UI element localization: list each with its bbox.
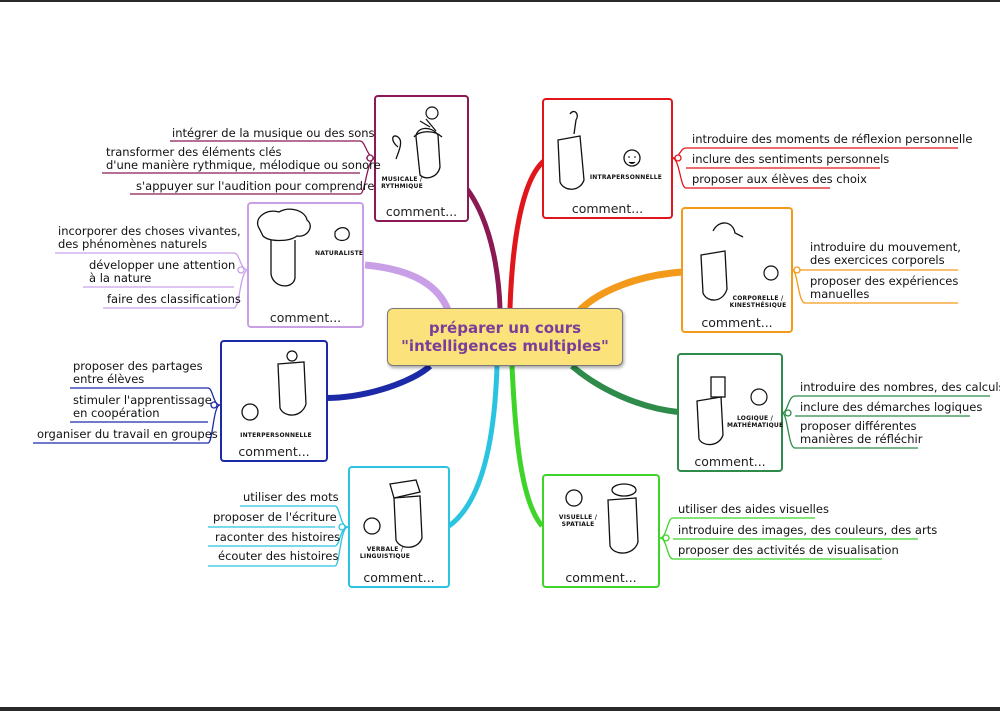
- branch-interpersonnelle: [324, 363, 433, 401]
- treble-clef-icon: [392, 135, 402, 160]
- node-corporelle[interactable]: CORPORELLE / KINESTHÉSIQUE comment...: [681, 207, 793, 333]
- branch-verbale: [447, 365, 500, 529]
- type-label-verbale-1: VERBALE /: [366, 546, 404, 553]
- leaf-intrapersonnelle-2[interactable]: inclure des sentiments personnels: [692, 152, 890, 166]
- node-caption-visuelle: comment...: [565, 570, 637, 585]
- node-musicale[interactable]: MUSICALE / RYTHMIQUE comment...: [374, 95, 469, 222]
- node-naturaliste[interactable]: NATURALISTE comment...: [247, 202, 364, 328]
- type-label-interpersonnelle: INTERPERSONNELLE: [240, 432, 312, 439]
- type-label-corporelle-1: CORPORELLE /: [732, 295, 784, 302]
- node-caption-interpersonnelle: comment...: [238, 444, 310, 459]
- branch-intrapersonnelle: [507, 158, 547, 309]
- leaf-visuelle-2[interactable]: introduire des images, des couleurs, des…: [678, 523, 938, 537]
- central-topic-line2: "intelligences multiples": [401, 337, 609, 355]
- node-caption-logique: comment...: [694, 454, 766, 469]
- node-verbale[interactable]: VERBALE / LINGUISTIQUE comment...: [348, 466, 450, 588]
- branch-logique: [570, 363, 679, 415]
- intrapersonnelle-illustration: [557, 110, 641, 190]
- type-label-visuelle-2: SPATIALE: [561, 521, 595, 528]
- branch-corporelle: [577, 268, 683, 313]
- type-label-musicale-2: RYTHMIQUE: [381, 183, 423, 190]
- bug-icon: [334, 227, 350, 242]
- bottom-border: [0, 707, 1000, 711]
- type-label-corporelle-2: KINESTHÉSIQUE: [729, 302, 787, 309]
- leaf-lines-intrapersonnelle: [671, 147, 958, 189]
- node-visuelle[interactable]: VISUELLE / SPATIALE comment...: [542, 474, 660, 588]
- central-topic-line1: préparer un cours: [428, 319, 582, 337]
- leaf-logique-3b[interactable]: manières de réfléchir: [800, 432, 923, 446]
- leaf-verbale-4[interactable]: écouter des histoires: [218, 549, 339, 563]
- leaf-naturaliste-2a[interactable]: développer une attention: [89, 258, 236, 272]
- leaf-logique-1[interactable]: introduire des nombres, des calculs: [800, 380, 1000, 394]
- leaf-musicale-3[interactable]: s'appuyer sur l'audition pour comprendre: [136, 179, 375, 193]
- node-caption-verbale: comment...: [363, 570, 435, 585]
- verbale-illustration: [363, 479, 423, 548]
- leaf-naturaliste-1a[interactable]: incorporer des choses vivantes,: [58, 224, 241, 238]
- corporelle-illustration: [700, 222, 779, 301]
- node-caption-corporelle: comment...: [701, 315, 773, 330]
- leaf-lines-interpersonnelle: [33, 387, 221, 444]
- leaf-naturaliste-1b[interactable]: des phénomènes naturels: [58, 237, 208, 251]
- leaf-corporelle-2a[interactable]: proposer des expériences: [810, 274, 959, 288]
- calculator-icon: [710, 376, 726, 398]
- leaf-interpersonnelle-1a[interactable]: proposer des partages: [73, 359, 203, 373]
- type-label-visuelle-1: VISUELLE /: [558, 514, 598, 521]
- top-border: [0, 0, 1000, 2]
- leaf-intrapersonnelle-1[interactable]: introduire des moments de réflexion pers…: [692, 132, 973, 146]
- leaf-lines-logique: [781, 395, 990, 449]
- leaf-visuelle-1[interactable]: utiliser des aides visuelles: [678, 502, 829, 516]
- interpersonnelle-illustration: [241, 350, 307, 421]
- musicale-illustration: [392, 106, 443, 179]
- leaf-lines-visuelle: [659, 517, 918, 560]
- book-icon: [389, 479, 421, 499]
- visuelle-illustration: [565, 483, 639, 554]
- leaf-interpersonnelle-2a[interactable]: stimuler l'apprentissage: [73, 393, 212, 407]
- smiley-icon: [241, 403, 259, 421]
- naturaliste-illustration: [256, 208, 350, 287]
- leaf-lines-musicale: [102, 140, 377, 195]
- leaf-corporelle-1b[interactable]: des exercices corporels: [810, 253, 945, 267]
- leaf-interpersonnelle-3[interactable]: organiser du travail en groupes: [37, 427, 218, 441]
- leaf-intrapersonnelle-3[interactable]: proposer aux élèves des choix: [692, 172, 867, 186]
- type-label-musicale-1: MUSICALE /: [381, 176, 423, 183]
- leaf-lines-corporelle: [791, 266, 958, 304]
- branch-visuelle: [509, 365, 544, 528]
- type-label-naturaliste: NATURALISTE: [315, 250, 364, 257]
- node-caption-intrapersonnelle: comment...: [571, 201, 644, 216]
- leaf-verbale-1[interactable]: utiliser des mots: [243, 490, 339, 504]
- type-label-logique-2: MATHÉMATIQUE: [727, 422, 784, 429]
- leaf-visuelle-3[interactable]: proposer des activités de visualisation: [678, 543, 899, 557]
- leaf-musicale-1[interactable]: intégrer de la musique ou des sons: [172, 126, 375, 140]
- leaf-interpersonnelle-2b[interactable]: en coopération: [73, 406, 160, 420]
- tree-icon: [256, 208, 311, 242]
- leaf-verbale-3[interactable]: raconter des histoires: [215, 530, 341, 544]
- type-label-logique-1: LOGIQUE /: [736, 415, 774, 422]
- leaf-naturaliste-3[interactable]: faire des classifications: [107, 292, 241, 306]
- type-label-intrapersonnelle: INTRAPERSONNELLE: [589, 174, 663, 181]
- leaf-logique-2[interactable]: inclure des démarches logiques: [800, 400, 983, 414]
- node-caption-naturaliste: comment...: [269, 310, 342, 325]
- branch-naturaliste: [364, 261, 452, 312]
- logique-illustration: [696, 376, 768, 446]
- node-caption-musicale: comment...: [385, 204, 458, 219]
- leaf-logique-3a[interactable]: proposer différentes: [800, 419, 917, 433]
- node-interpersonnelle[interactable]: INTERPERSONNELLE comment...: [220, 340, 328, 462]
- node-intrapersonnelle[interactable]: INTRAPERSONNELLE comment...: [542, 98, 673, 219]
- leaf-corporelle-2b[interactable]: manuelles: [810, 287, 870, 301]
- leaf-musicale-2a[interactable]: transformer des éléments clés: [106, 145, 282, 159]
- type-label-verbale-2: LINGUISTIQUE: [359, 553, 411, 560]
- leaf-interpersonnelle-1b[interactable]: entre élèves: [73, 372, 145, 386]
- leaf-musicale-2b[interactable]: d'une manière rythmique, mélodique ou so…: [106, 158, 381, 172]
- leaf-naturaliste-2b[interactable]: à la nature: [89, 271, 152, 285]
- node-logique[interactable]: LOGIQUE / MATHÉMATIQUE comment...: [677, 353, 783, 472]
- leaf-lines-verbale: [208, 505, 349, 567]
- eye-icon: [611, 483, 637, 497]
- leaf-corporelle-1a[interactable]: introduire du mouvement,: [810, 240, 961, 254]
- leaf-verbale-2[interactable]: proposer de l'écriture: [213, 510, 337, 524]
- leaf-lines-naturaliste: [55, 252, 249, 309]
- central-topic[interactable]: préparer un cours "intelligences multipl…: [387, 308, 623, 366]
